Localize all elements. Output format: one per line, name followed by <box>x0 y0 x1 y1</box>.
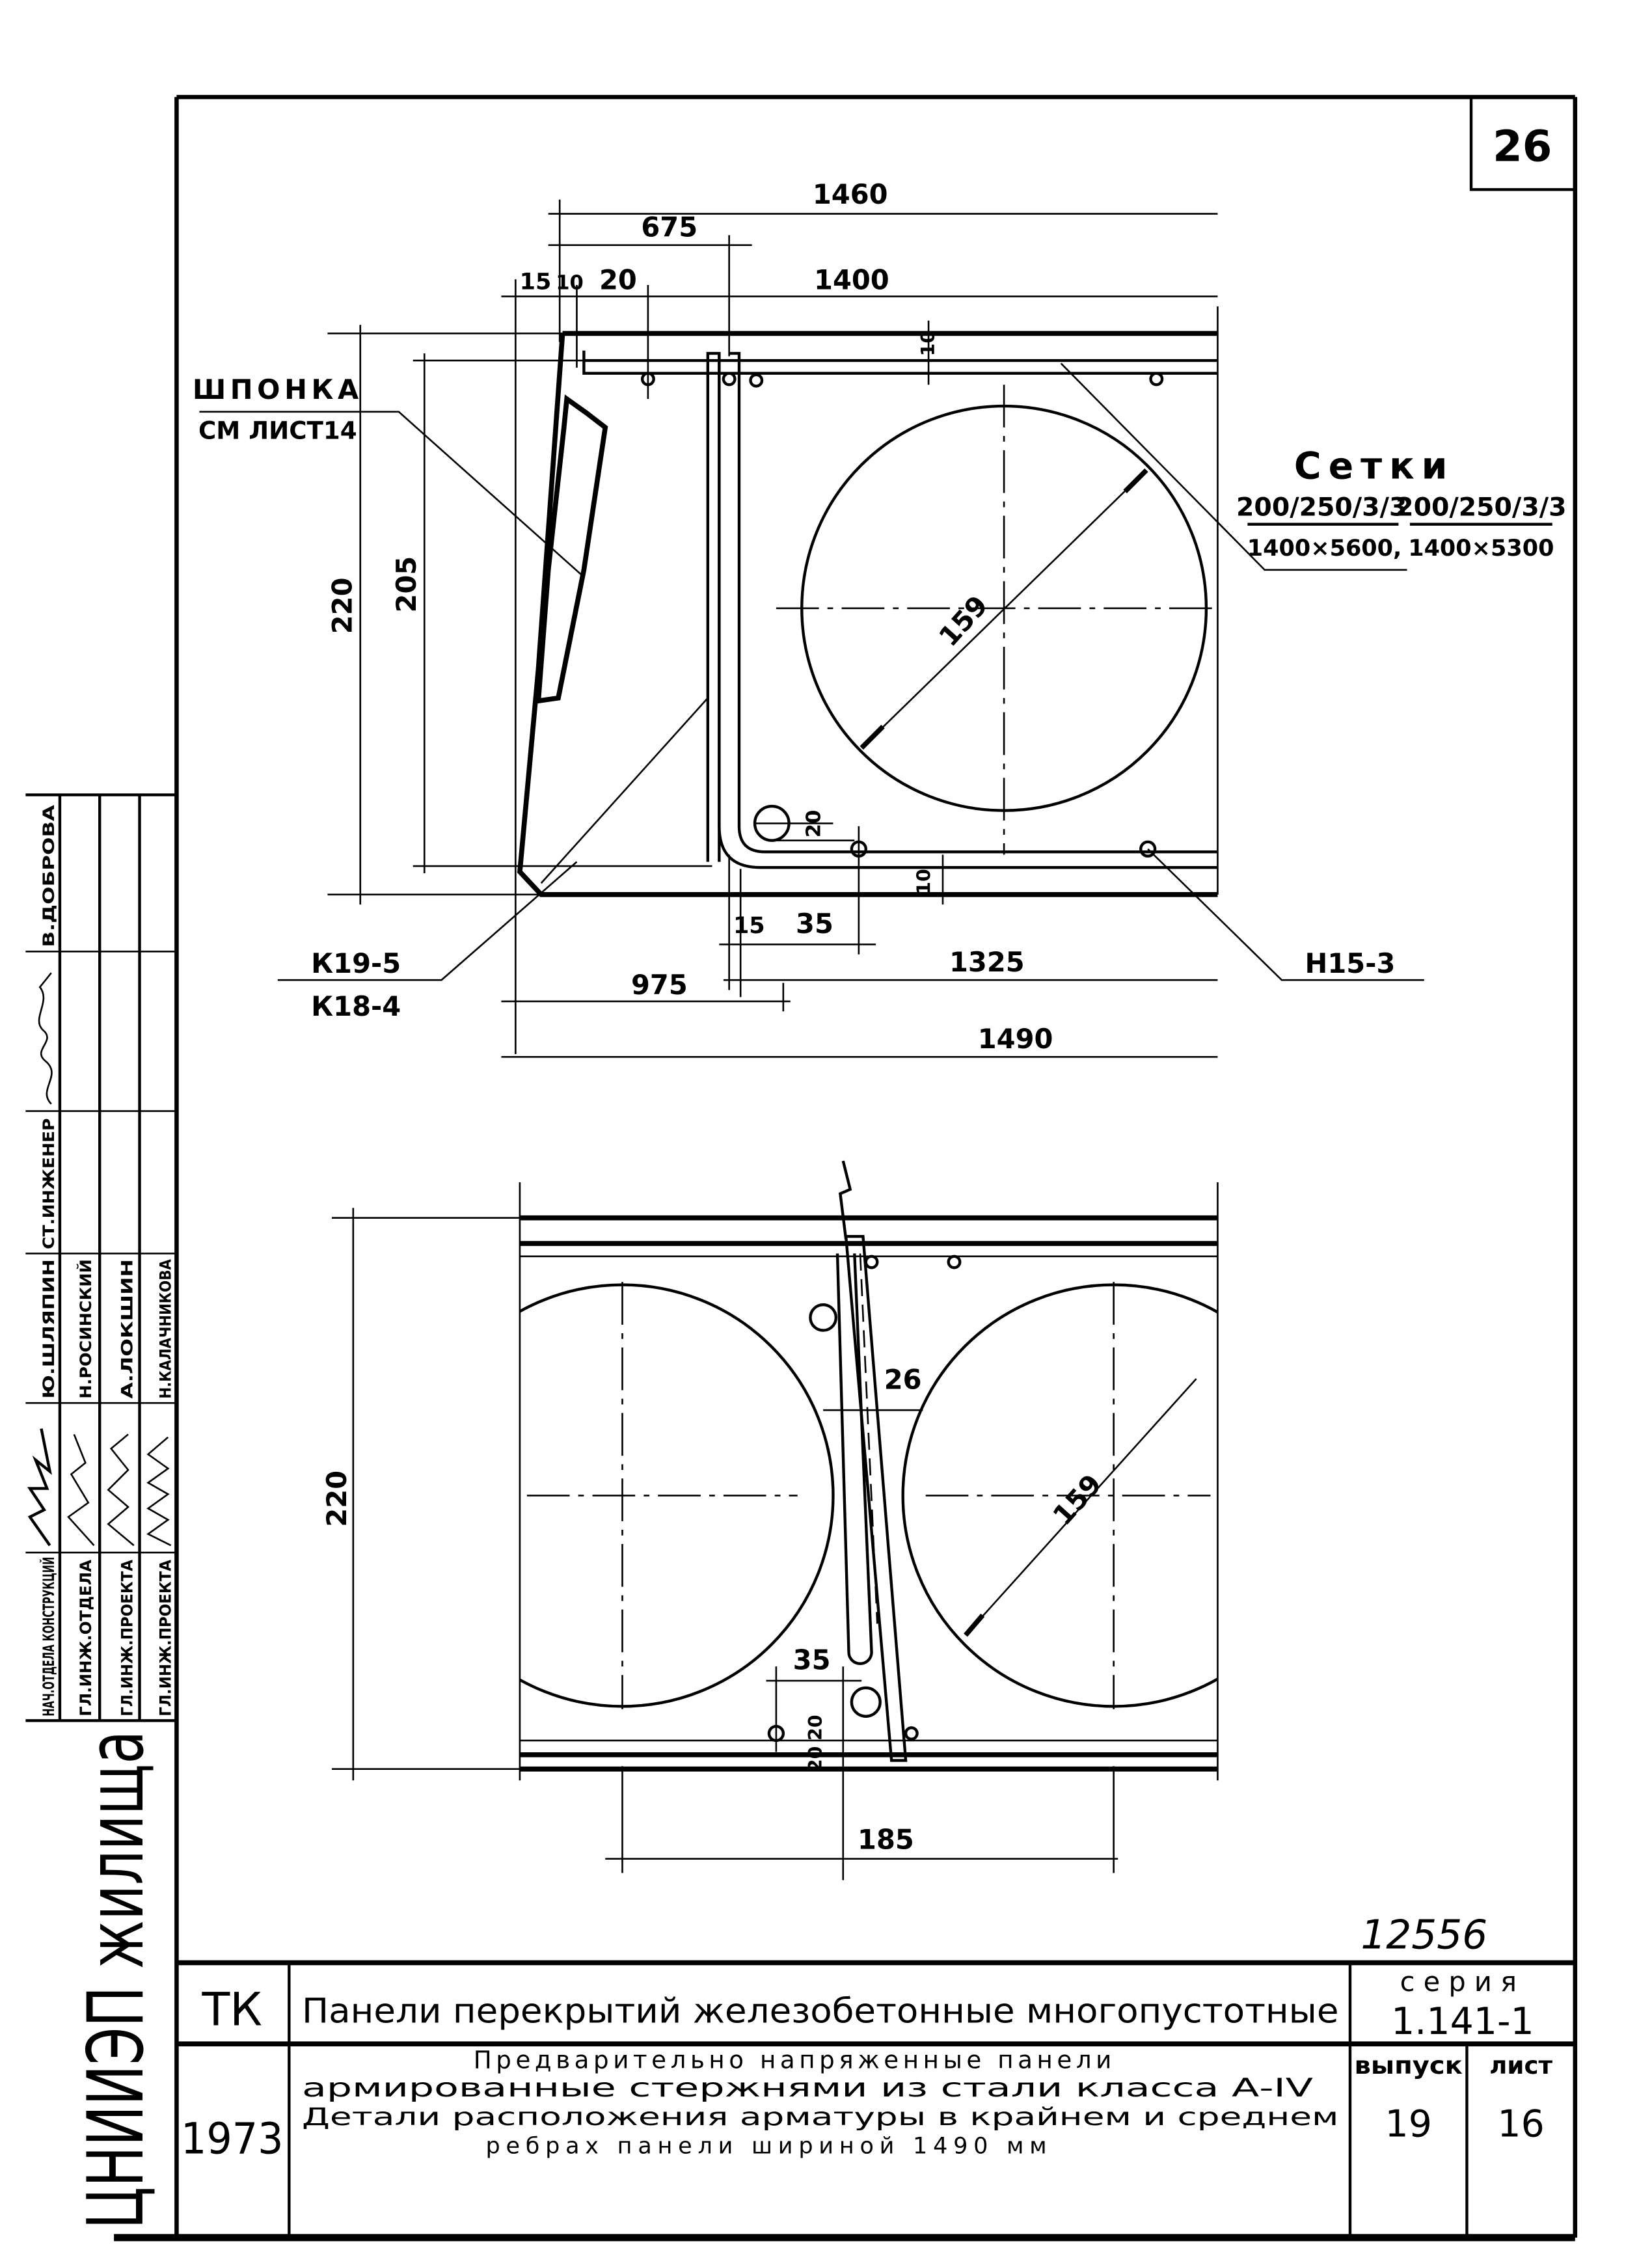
mesh-2-size: 1400×5300 <box>1408 535 1554 562</box>
dim-10-bottom: 10 <box>913 869 934 895</box>
year: 1973 <box>181 2115 284 2164</box>
dim-1400: 1400 <box>814 264 889 296</box>
approval-stamp: НАЧ.ОТДЕЛА КОНСТРУКЦИЙ Ю.ШЛЯПИН СТ.ИНЖЕН… <box>25 793 177 1722</box>
subtitle-line-4: ребрах панели шириной 1490 мм <box>485 2133 1052 2160</box>
series-value: 1.141-1 <box>1391 2000 1534 2043</box>
mesh-title: Сетки <box>1294 445 1455 488</box>
dim-35: 35 <box>796 908 833 940</box>
key-label: ШПОНКА <box>193 373 363 405</box>
corner-number-box: 26 <box>1469 97 1575 191</box>
mesh-2-spec: 200/250/3/3 <box>1396 493 1566 522</box>
dim-220-bottom: 220 <box>321 1471 353 1527</box>
stamp-name: А.ЛОКШИН <box>118 1259 137 1399</box>
dim-159: 159 <box>932 590 994 653</box>
issue-label: выпуск <box>1355 2051 1463 2080</box>
dim-15: 15 <box>520 269 552 295</box>
subtitle-line-1: Предварительно напряженные панели <box>474 2045 1116 2074</box>
stamp-name: Н.КАЛАЧНИКОВА <box>157 1259 175 1399</box>
dim-159-bottom: 159 <box>1046 1468 1107 1531</box>
sheet-label: лист <box>1489 2051 1552 2080</box>
dim-220: 220 <box>327 577 359 634</box>
dim-185: 185 <box>858 1823 914 1855</box>
stamp-role: СТ.ИНЖЕНЕР <box>40 1118 58 1249</box>
frame-label-k18: К18-4 <box>311 990 401 1022</box>
title-block: ТК 1973 Панели перекрытий железобетонные… <box>176 1960 1575 2238</box>
dim-10: 10 <box>556 272 584 295</box>
dim-26: 26 <box>884 1363 922 1395</box>
stamp-name: В.ДОБРОВА <box>40 804 58 947</box>
signature <box>38 972 53 1105</box>
key-reference: СМ ЛИСТ14 <box>198 416 357 444</box>
code: ТК <box>202 1983 263 2037</box>
bottom-detail-middle-rib: 220 26 159 35 20 20 185 <box>321 1160 1219 1880</box>
sheet-frame <box>114 94 1578 2242</box>
stamp-role: ГЛ.ИНЖ.ОТДЕЛА <box>77 1560 95 1716</box>
dim-1460: 1460 <box>813 178 888 210</box>
issue-value: 19 <box>1385 2102 1432 2145</box>
dim-15-bottom: 15 <box>733 912 765 939</box>
stamp-name: Н.РОСИНСКИЙ <box>76 1259 95 1399</box>
signature <box>67 1433 95 1546</box>
dim-1325: 1325 <box>949 946 1025 978</box>
frame-label-k19: К19-5 <box>311 947 401 979</box>
sheet-value: 16 <box>1497 2102 1544 2145</box>
dim-20: 20 <box>599 264 637 296</box>
corner-number: 26 <box>1493 122 1552 172</box>
dim-20b: 20 <box>805 1746 826 1772</box>
signature <box>107 1433 135 1547</box>
title: Панели перекрытий железобетонные многопу… <box>302 1991 1338 2031</box>
dim-35-bottom: 35 <box>793 1644 831 1676</box>
dim-1490: 1490 <box>978 1023 1053 1055</box>
dim-10-top: 10 <box>917 331 939 357</box>
dim-975: 975 <box>631 969 688 1001</box>
mesh-1-spec: 200/250/3/3 <box>1236 493 1407 522</box>
bar-label-h15: Н15-3 <box>1305 947 1396 979</box>
signature <box>27 1428 52 1547</box>
top-detail-edge-rib: 1460 675 15 10 20 1400 10 159 <box>193 178 1567 1058</box>
series-label: серия <box>1400 1966 1526 1998</box>
dim-205: 205 <box>390 556 422 613</box>
archive-number: 12556 <box>1361 1912 1487 1959</box>
dim-20-right: 20 <box>803 810 826 838</box>
stamp-role: НАЧ.ОТДЕЛА КОНСТРУКЦИЙ <box>39 1557 58 1716</box>
subtitle-line-2: армированные стержнями из стали класса А… <box>302 2073 1313 2103</box>
key-shape <box>535 394 608 704</box>
stamp-role: ГЛ.ИНЖ.ПРОЕКТА <box>157 1560 175 1716</box>
dim-675: 675 <box>641 211 697 243</box>
subtitle-line-3: Детали расположения арматуры в крайнем и… <box>302 2102 1338 2131</box>
mesh-1-size: 1400×5600, <box>1247 535 1402 562</box>
dim-20a: 20 <box>805 1715 826 1741</box>
organization: ЦНИИЭП жилища <box>71 1731 161 2229</box>
stamp-role: ГЛ.ИНЖ.ПРОЕКТА <box>118 1560 137 1716</box>
stamp-name: Ю.ШЛЯПИН <box>40 1259 58 1399</box>
signature <box>146 1436 172 1547</box>
